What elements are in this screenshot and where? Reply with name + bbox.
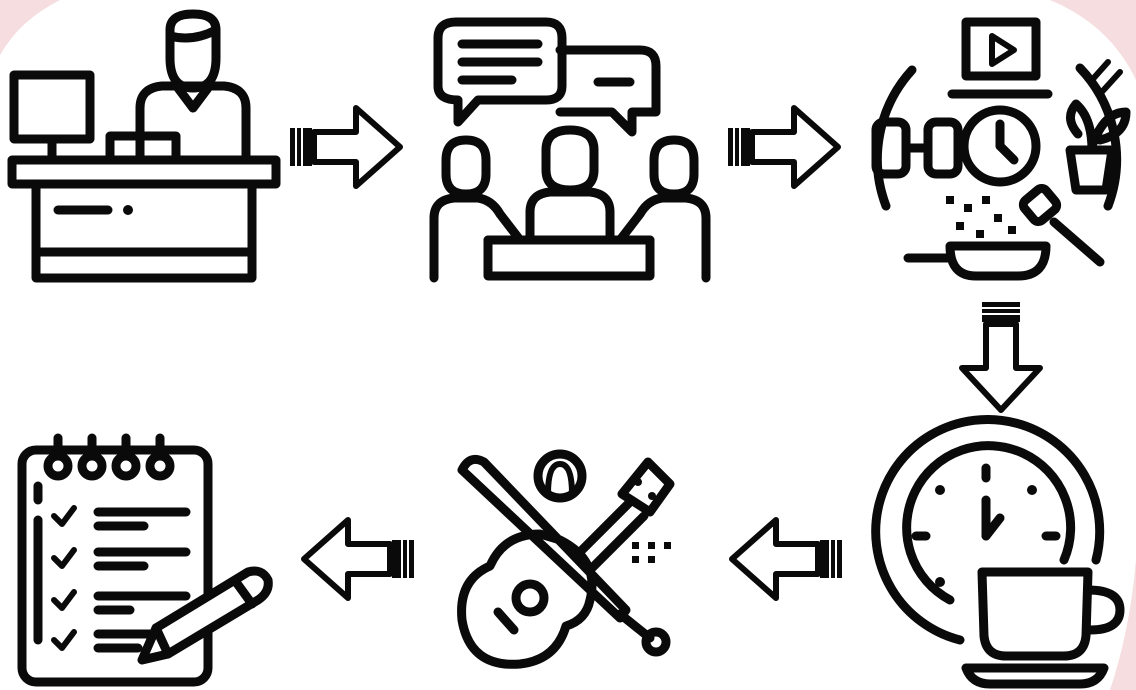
arrow-left-5 — [301, 517, 414, 601]
corner-tint-top-left — [0, 0, 60, 55]
lifestyle-activities-icon — [871, 17, 1131, 281]
arrow-right-2 — [728, 105, 841, 189]
reception-desk-icon — [7, 9, 281, 283]
team-meeting-icon — [429, 17, 711, 283]
arrow-down-3 — [959, 302, 1043, 413]
guitar-and-baseball-icon — [457, 449, 675, 669]
clock-and-coffee-icon — [871, 414, 1125, 689]
corner-tint-bottom-right — [1110, 560, 1136, 690]
arrow-left-4 — [729, 517, 842, 601]
checklist-notepad-icon — [17, 433, 273, 687]
corner-tint-top-right — [1050, 0, 1136, 80]
arrow-right-1 — [290, 105, 403, 189]
